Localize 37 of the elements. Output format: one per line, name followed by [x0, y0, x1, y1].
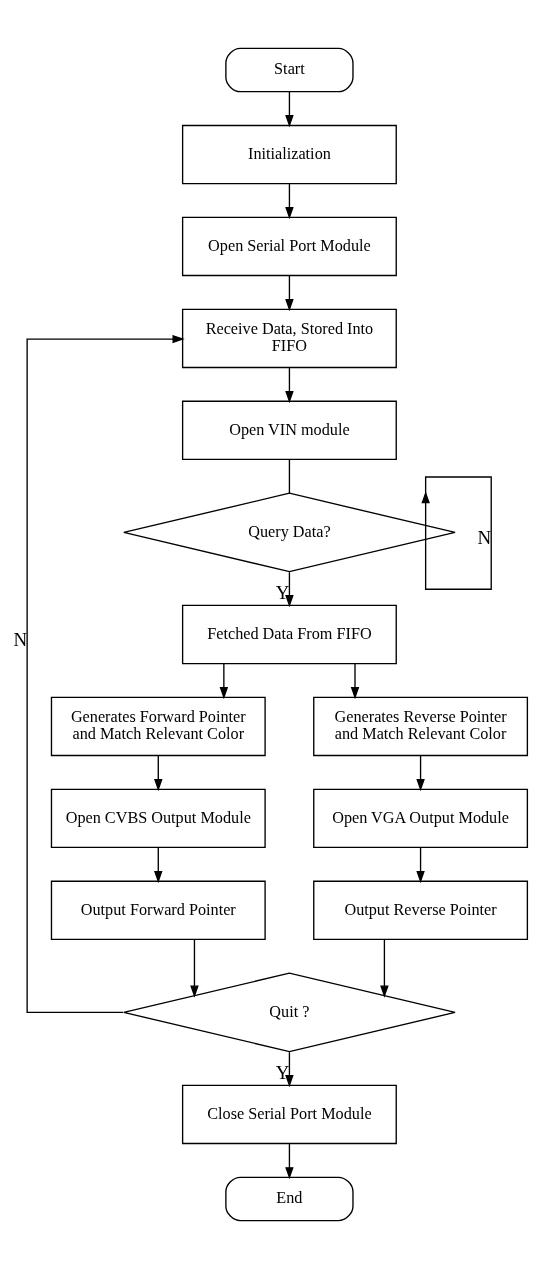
node-box: Fetched Data From FIFO — [181, 604, 397, 665]
node-box: Generates Forward Pointer and Match Relevant Color — [50, 696, 266, 757]
arrow — [219, 662, 229, 700]
node-box: Open VGA Output Module — [313, 788, 529, 849]
connector — [288, 459, 291, 494]
arrow — [350, 662, 360, 700]
edge-label: N — [13, 628, 28, 650]
arrow — [285, 274, 294, 312]
arrow — [154, 754, 163, 792]
arrow — [416, 846, 425, 884]
edge-label: N — [477, 526, 492, 548]
arrow — [154, 846, 163, 884]
node-box: Start — [225, 47, 354, 93]
node-box: Open CVBS Output Module — [50, 788, 266, 849]
node-box: Close Serial Port Module — [181, 1084, 397, 1145]
arrow — [190, 939, 199, 998]
arrow — [285, 1142, 294, 1180]
node-box: Open Serial Port Module — [181, 216, 397, 277]
arrow — [285, 182, 294, 220]
arrow — [285, 366, 294, 404]
node-box: Receive Data, Stored Into FIFO — [181, 308, 397, 369]
arrow — [421, 476, 492, 590]
node-box: Initialization — [181, 124, 397, 185]
node-box: End — [225, 1176, 354, 1222]
arrow — [416, 754, 425, 792]
edge-label: Y — [275, 1062, 290, 1084]
arrow — [285, 91, 294, 128]
node-box: Output Reverse Pointer — [313, 880, 529, 941]
arrow — [26, 334, 185, 1014]
arrow — [380, 939, 389, 998]
node-diamond: Quit ? — [123, 972, 456, 1053]
arrow — [285, 1051, 294, 1088]
node-box: Generates Reverse Pointer and Match Relevant Color — [313, 696, 529, 757]
edge-label: Y — [275, 582, 290, 604]
node-box: Open VIN module — [181, 400, 397, 461]
node-box: Output Forward Pointer — [50, 880, 266, 941]
arrow — [285, 571, 294, 608]
